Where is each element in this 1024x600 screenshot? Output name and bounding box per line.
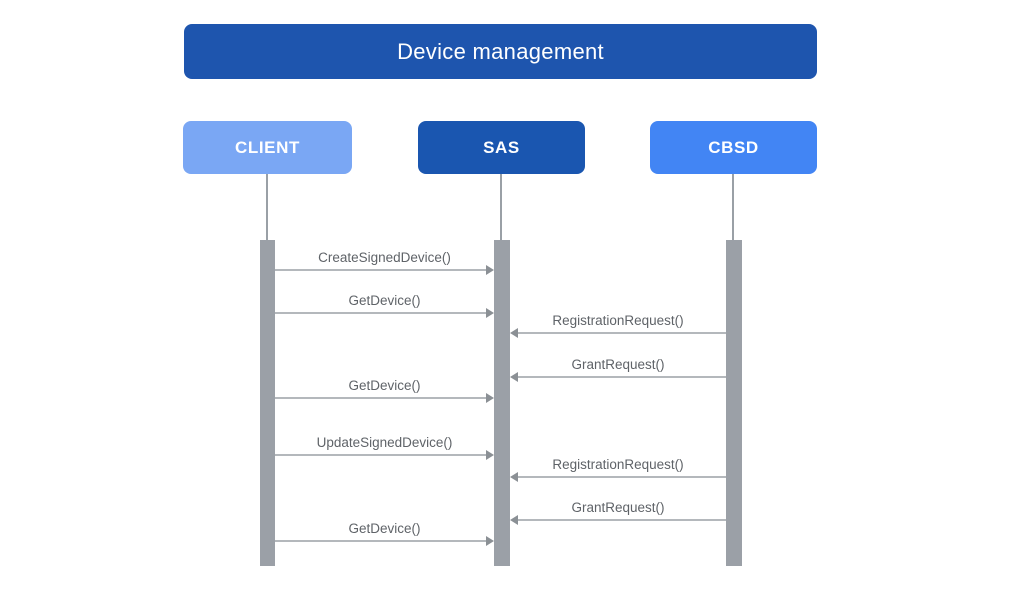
arrowhead-icon xyxy=(510,328,518,338)
arrowhead-icon xyxy=(510,472,518,482)
activation-bar-client xyxy=(260,240,275,566)
arrowhead-icon xyxy=(510,515,518,525)
arrowhead-icon xyxy=(486,308,494,318)
lifeline-client xyxy=(266,174,268,240)
lifeline-sas xyxy=(500,174,502,240)
activation-bar-sas xyxy=(494,240,510,566)
message-arrow-line xyxy=(275,397,487,399)
actor-sas: SAS xyxy=(418,121,585,174)
message-arrow-line xyxy=(517,332,726,334)
message-label: GetDevice() xyxy=(348,521,421,536)
actor-cbsd: CBSD xyxy=(650,121,817,174)
diagram-title: Device management xyxy=(184,24,817,79)
message-arrow-line xyxy=(517,476,726,478)
actor-client: CLIENT xyxy=(183,121,352,174)
message-arrow-line xyxy=(517,519,726,521)
message-arrow-line xyxy=(275,312,487,314)
message-arrow-line xyxy=(275,269,487,271)
message-arrow-line xyxy=(517,376,726,378)
activation-bar-cbsd xyxy=(726,240,742,566)
arrowhead-icon xyxy=(486,265,494,275)
message-arrow-line xyxy=(275,540,487,542)
arrowhead-icon xyxy=(510,372,518,382)
message-label: CreateSignedDevice() xyxy=(318,250,451,265)
arrowhead-icon xyxy=(486,536,494,546)
lifeline-cbsd xyxy=(732,174,734,240)
message-label: RegistrationRequest() xyxy=(552,313,684,328)
message-label: GrantRequest() xyxy=(571,357,665,372)
arrowhead-icon xyxy=(486,450,494,460)
message-arrow-line xyxy=(275,454,487,456)
message-label: GetDevice() xyxy=(348,378,421,393)
arrowhead-icon xyxy=(486,393,494,403)
message-label: RegistrationRequest() xyxy=(552,457,684,472)
message-label: GrantRequest() xyxy=(571,500,665,515)
message-label: UpdateSignedDevice() xyxy=(316,435,453,450)
message-label: GetDevice() xyxy=(348,293,421,308)
